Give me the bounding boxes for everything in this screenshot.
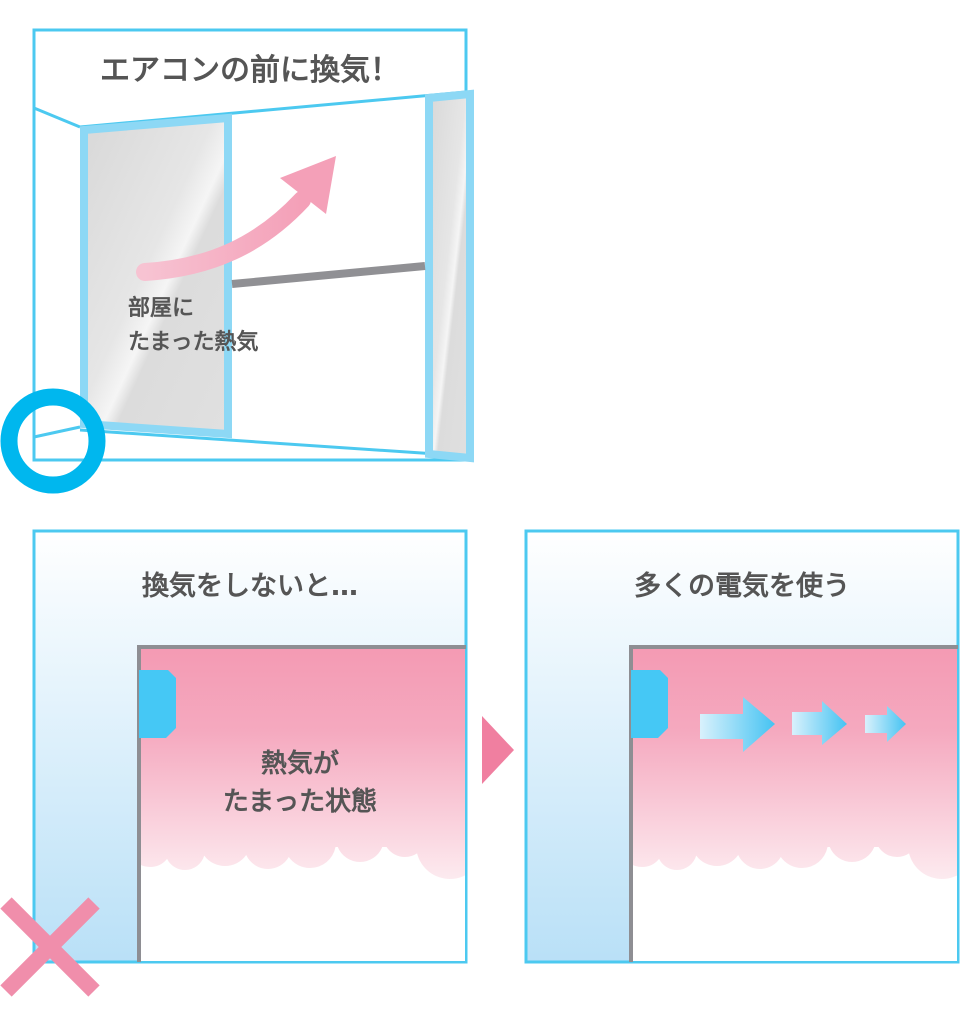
panel-bad: 換気をしないと… 熱気が たまった状態 bbox=[0, 529, 468, 997]
air-conditioner-icon bbox=[139, 670, 176, 738]
panel-good: エアコンの前に換気！ 部屋に たまった熱気 bbox=[0, 28, 474, 494]
heat-out-arrow bbox=[136, 156, 336, 281]
caption-line2: たまった状態 bbox=[223, 786, 377, 817]
heat-cloud bbox=[139, 647, 465, 879]
air-conditioner-icon bbox=[631, 670, 668, 738]
curtain-rod bbox=[231, 262, 426, 288]
airflow-arrow-icon bbox=[792, 701, 847, 745]
caption-line1: 熱気が bbox=[261, 748, 339, 779]
room-wall bbox=[629, 645, 958, 962]
panel-result: 多くの電気を使う bbox=[524, 529, 960, 964]
caption-line1: 部屋に bbox=[128, 295, 194, 321]
panel-title: 多くの電気を使う bbox=[634, 570, 850, 602]
ok-circle-icon bbox=[0, 388, 106, 494]
panel-title: 換気をしないと… bbox=[142, 570, 358, 602]
panel-title: エアコンの前に換気！ bbox=[100, 53, 400, 88]
next-triangle-icon bbox=[482, 716, 514, 784]
ng-cross-icon bbox=[0, 897, 100, 997]
room-wall bbox=[137, 645, 466, 962]
window-right-pane bbox=[425, 89, 474, 463]
airflow-arrow-icon bbox=[865, 706, 906, 742]
heat-cloud bbox=[631, 647, 957, 879]
airflow-arrow-icon bbox=[700, 697, 775, 752]
caption-line2: たまった熱気 bbox=[128, 329, 258, 355]
